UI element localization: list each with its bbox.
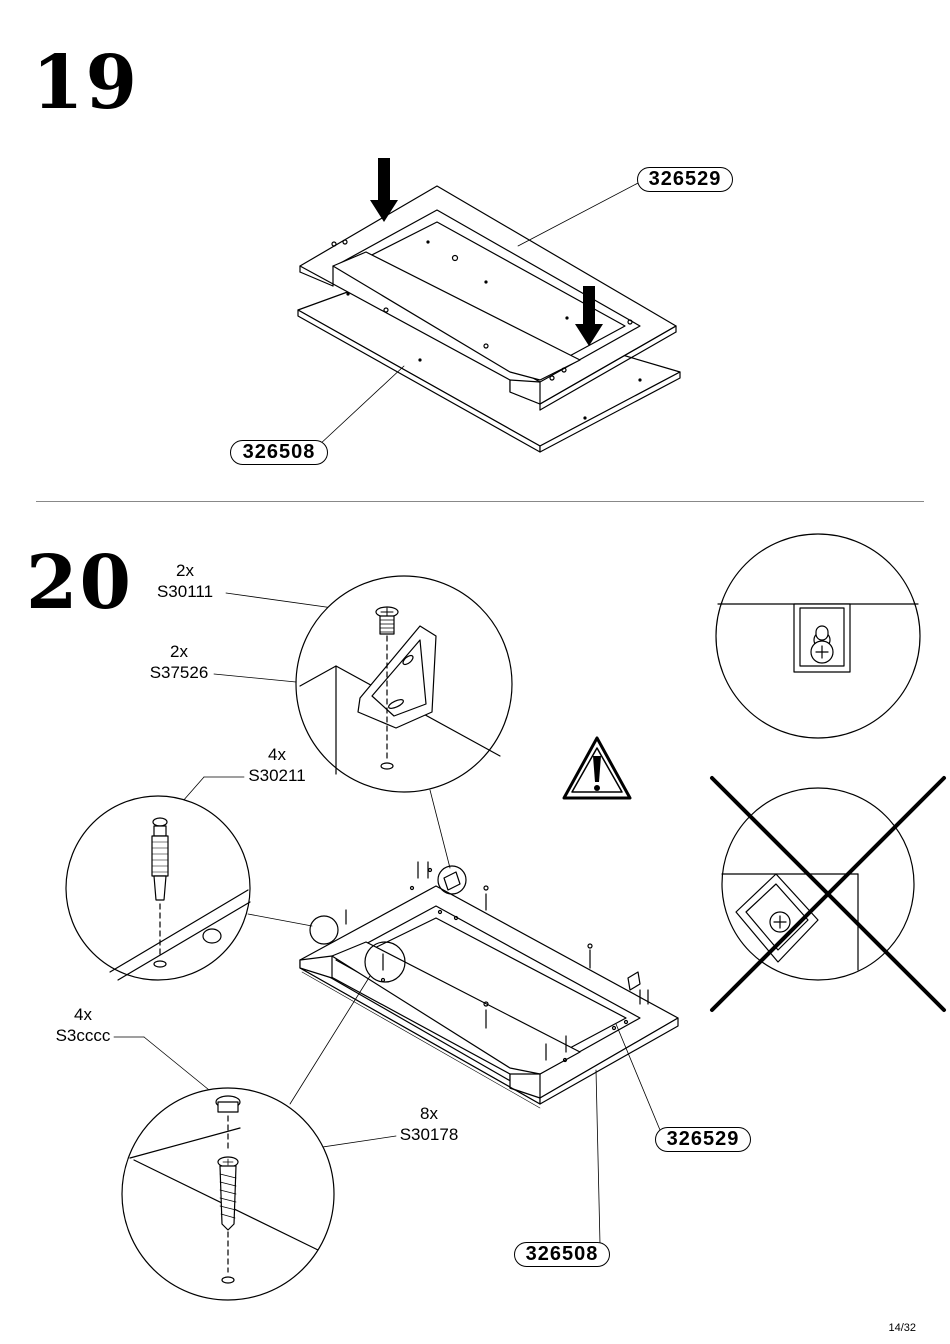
step-number-19: 19 bbox=[32, 40, 139, 126]
fastener-label-cap: 4x S3cccc bbox=[48, 1004, 118, 1046]
fastener-label-cam-bolt: 4x S30211 bbox=[242, 744, 312, 786]
section-divider bbox=[36, 501, 924, 502]
fastener-code: S30111 bbox=[156, 582, 214, 601]
fastener-code: S30178 bbox=[399, 1125, 459, 1144]
fastener-pins bbox=[346, 862, 648, 1060]
fastener-code: S37526 bbox=[149, 663, 209, 682]
step20-drawing bbox=[66, 534, 944, 1300]
fastener-qty: 8x bbox=[420, 1104, 438, 1123]
part-label-326529-step20: 326529 bbox=[655, 1127, 751, 1152]
detail-cam-bolt-circle bbox=[66, 796, 250, 980]
fastener-qty: 2x bbox=[176, 561, 194, 580]
zoom-ring-bracket bbox=[438, 866, 466, 894]
detail-screw-circle bbox=[122, 1088, 334, 1300]
fastener-qty: 4x bbox=[268, 745, 286, 764]
cross-out-icon bbox=[712, 778, 944, 1010]
part-label-326508-step20: 326508 bbox=[514, 1242, 610, 1267]
fastener-qty: 2x bbox=[170, 642, 188, 661]
detail-bracket-circle bbox=[296, 576, 512, 792]
step19-drawing bbox=[298, 158, 680, 452]
arrow-down-icon bbox=[370, 158, 603, 346]
warning-triangle-icon bbox=[564, 738, 630, 798]
page-number: 14/32 bbox=[888, 1322, 916, 1334]
detail-correct-orientation bbox=[716, 534, 920, 738]
step-number-20: 20 bbox=[26, 540, 133, 626]
bracket-icon bbox=[444, 872, 640, 990]
zoom-ring-screw bbox=[365, 942, 405, 982]
part-label-326529-step19: 326529 bbox=[637, 167, 733, 192]
fastener-label-screw-b: 8x S30178 bbox=[392, 1103, 466, 1145]
fastener-label-bracket: 2x S37526 bbox=[144, 641, 214, 683]
fastener-code: S30211 bbox=[248, 766, 306, 785]
fastener-qty: 4x bbox=[74, 1005, 92, 1024]
part-label-326508-step19: 326508 bbox=[230, 440, 328, 465]
fastener-label-screw-a: 2x S30111 bbox=[150, 560, 220, 602]
fastener-code: S3cccc bbox=[55, 1026, 111, 1045]
zoom-ring-cam bbox=[310, 916, 338, 944]
frame-326529-step19 bbox=[300, 186, 676, 410]
frame-assembly-step20 bbox=[300, 869, 678, 1109]
